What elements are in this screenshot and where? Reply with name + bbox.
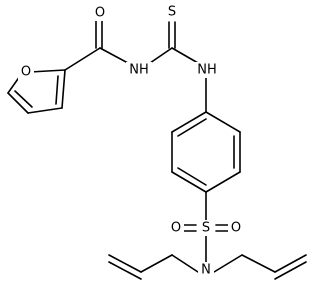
aryl-nh-label: NH [197, 63, 217, 78]
amide-bonds [64, 20, 173, 71]
benzene-ring [171, 111, 241, 193]
sulfonyl-oxygen-left-label: O [171, 221, 181, 236]
thione-sulfur-label: S [168, 5, 176, 20]
amine-nitrogen-label: N [201, 263, 211, 278]
thiourea-bonds [168, 21, 207, 113]
allyl-groups [108, 254, 307, 280]
carbonyl-oxygen-label: O [95, 6, 105, 21]
furan-oxygen-label: O [21, 65, 31, 80]
furan-ring [7, 69, 66, 114]
atom-labels: O O NH S NH S O O N [18, 4, 244, 278]
amide-nh-label: NH [129, 63, 149, 78]
sulfonyl-bonds [183, 191, 229, 263]
sulfonyl-oxygen-right-label: O [231, 221, 241, 236]
sulfonyl-sulfur-label: S [202, 221, 210, 236]
